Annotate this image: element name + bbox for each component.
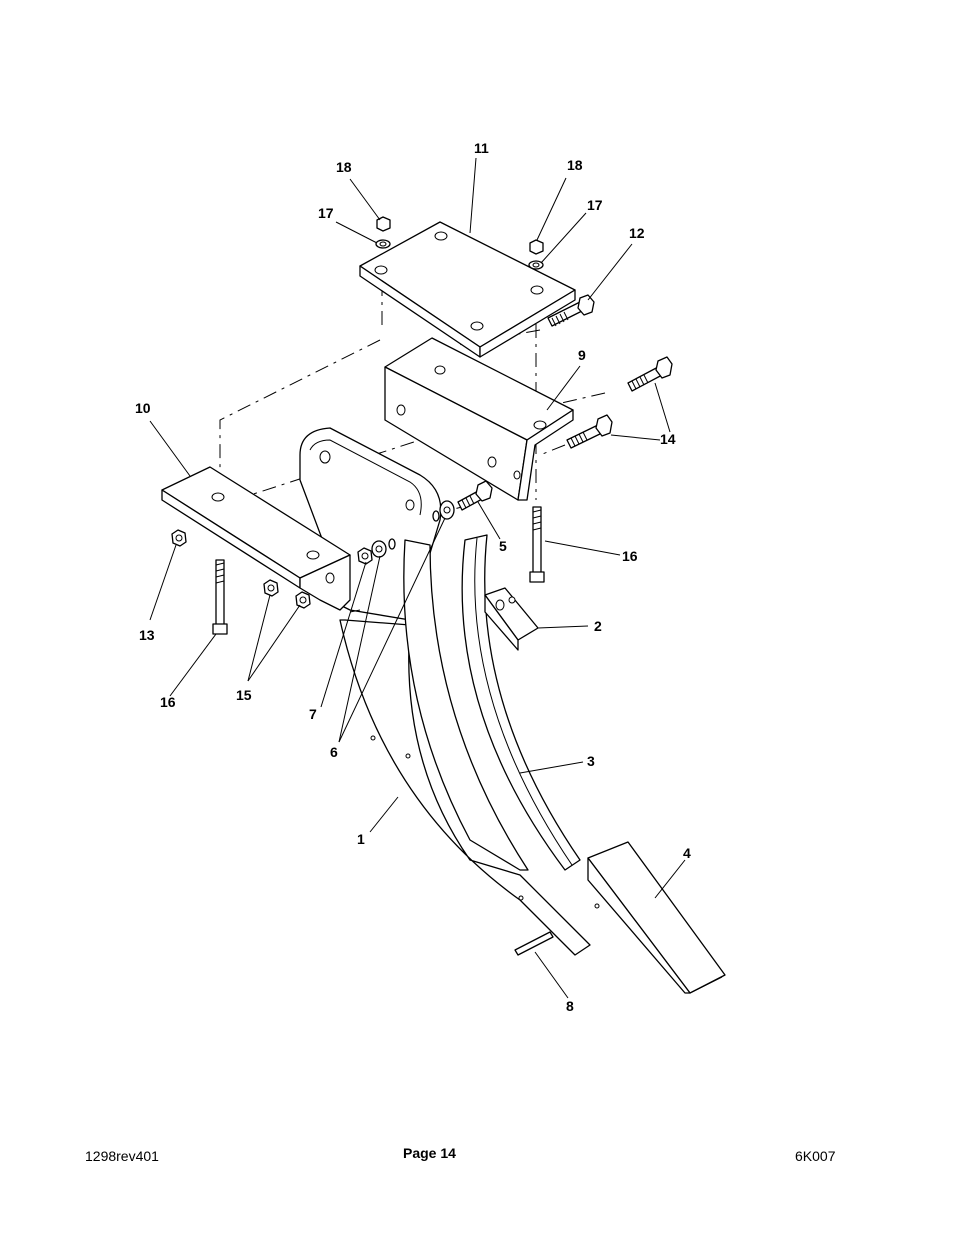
clip-bracket: [484, 587, 539, 651]
bolt-14-lower: [566, 414, 613, 449]
callout-13: 13: [139, 627, 155, 643]
callout-12: 12: [629, 225, 645, 241]
bolt-12: [547, 294, 595, 327]
bolt-16-right: [529, 506, 545, 583]
angle-bracket: [384, 337, 574, 501]
callout-17-left: 17: [318, 205, 334, 221]
document-code: 1298rev401: [85, 1148, 159, 1164]
point: [587, 841, 726, 994]
page-number: Page 14: [403, 1145, 456, 1161]
washers-6-7: [357, 500, 455, 565]
top-plate: [359, 221, 576, 358]
callout-10: 10: [135, 400, 151, 416]
callout-3: 3: [587, 753, 595, 769]
nut-13: [171, 529, 187, 547]
shank: [339, 539, 591, 956]
callout-18-left: 18: [336, 159, 352, 175]
callout-8: 8: [566, 998, 574, 1014]
callout-17-right: 17: [587, 197, 603, 213]
pin: [514, 931, 554, 956]
bolt-5: [457, 480, 493, 511]
callout-16-right: 16: [622, 548, 638, 564]
callout-11: 11: [474, 140, 489, 156]
callout-16-left: 16: [160, 694, 176, 710]
callout-2: 2: [594, 618, 602, 634]
callout-15: 15: [236, 687, 252, 703]
nut-washer-right: [528, 239, 544, 270]
nuts-15: [263, 579, 311, 609]
bolt-14-upper: [627, 356, 673, 392]
shin-strip: [461, 534, 581, 871]
callout-5: 5: [499, 538, 507, 554]
callout-9: 9: [578, 347, 586, 363]
bolt-16-left: [212, 559, 228, 635]
callout-18-right: 18: [567, 157, 583, 173]
nut-washer-left: [375, 216, 391, 249]
model-code: 6K007: [795, 1148, 836, 1164]
leader-lines: [149, 157, 686, 999]
callout-4: 4: [683, 845, 691, 861]
callout-7: 7: [309, 706, 317, 722]
callout-6: 6: [330, 744, 338, 760]
callout-14: 14: [660, 431, 676, 447]
callout-labels: 18 17 11 18 17 12 9 10 14 5 16 2 13 16 1…: [135, 140, 691, 1014]
callout-1: 1: [357, 831, 365, 847]
lower-plate: [161, 466, 351, 611]
